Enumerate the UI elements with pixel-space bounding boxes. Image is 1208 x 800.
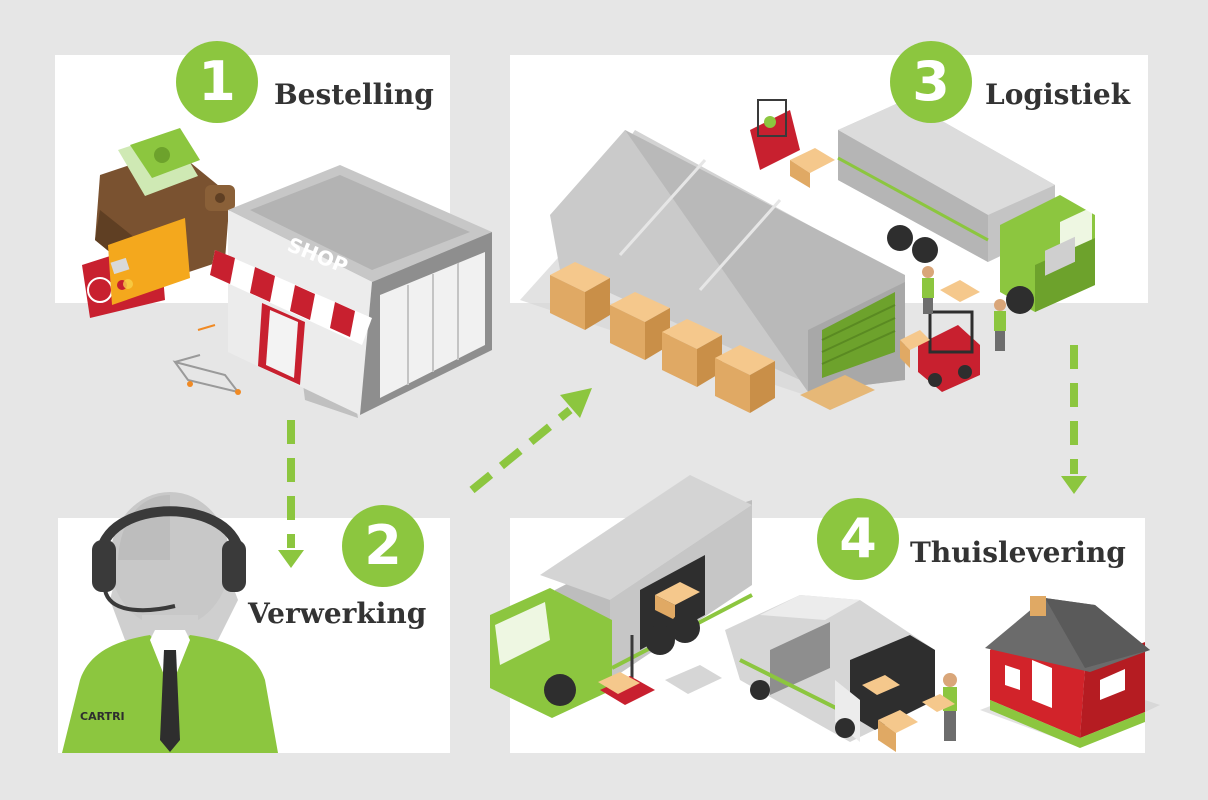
- arrow-3-to-4: [1061, 345, 1087, 494]
- step-4-badge: 4: [817, 498, 899, 580]
- step-4-title: Thuislevering: [910, 536, 1126, 569]
- shop-building: SHOP: [210, 165, 492, 418]
- arrow-1-to-2: [278, 420, 304, 568]
- delivery-truck: [490, 475, 753, 718]
- step-1-title: Bestelling: [274, 78, 434, 111]
- credit-card-icon: [82, 218, 190, 318]
- agent-illustration: CARTRI: [62, 492, 278, 753]
- shopping-cart-icon: [172, 324, 241, 395]
- agent-logo: CARTRI: [80, 710, 125, 723]
- step-3-title: Logistiek: [985, 78, 1131, 111]
- logistics-truck: [837, 100, 1095, 314]
- step-1-badge: 1: [176, 41, 258, 123]
- step-2-badge: 2: [342, 505, 424, 587]
- step-2-title: Verwerking: [248, 597, 427, 630]
- forklift-top: [750, 99, 835, 188]
- delivery-van: [725, 595, 935, 752]
- delivery-worker: [922, 673, 957, 741]
- forklift-bottom: [900, 310, 980, 392]
- house-icon: [980, 596, 1160, 748]
- step-3-badge: 3: [890, 41, 972, 123]
- hand-pallet-truck: [598, 635, 722, 705]
- worker-figures: [922, 266, 1006, 351]
- arrow-2-to-3: [469, 388, 592, 494]
- pallet-stacks: [550, 262, 875, 413]
